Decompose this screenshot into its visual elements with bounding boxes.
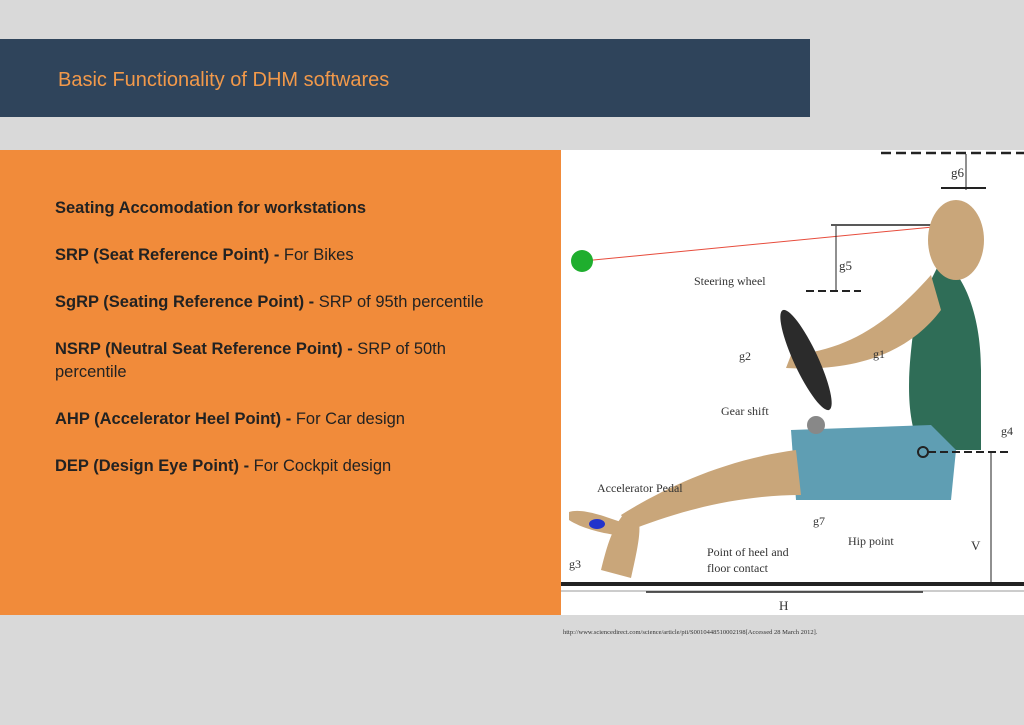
driver-posture-figure: g6 g5 V g4 H Steering wheel g2 g1 Gear s… [561, 150, 1024, 615]
item-term: SRP (Seat Reference Point) - [55, 246, 280, 264]
label-heel-2: floor contact [707, 561, 769, 575]
floor-shadow [561, 590, 1024, 592]
label-steering: Steering wheel [694, 274, 766, 288]
label-g1: g1 [873, 347, 885, 361]
shorts [791, 425, 956, 500]
thigh [621, 450, 801, 530]
accelerator-pedal [589, 519, 605, 529]
item-term: NSRP (Neutral Seat Reference Point) - [55, 340, 353, 358]
item-term: DEP (Design Eye Point) - [55, 457, 250, 475]
item-desc: For Cockpit design [249, 457, 392, 475]
item-term: SgRP (Seating Reference Point) - [55, 293, 315, 311]
label-V: V [971, 538, 981, 553]
list-item: SgRP (Seating Reference Point) - SRP of … [55, 291, 515, 314]
label-g7: g7 [813, 514, 825, 528]
head [928, 200, 984, 280]
label-g3: g3 [569, 557, 581, 571]
list-item: SRP (Seat Reference Point) - For Bikes [55, 244, 515, 267]
title-bar [0, 39, 810, 117]
list-item: NSRP (Neutral Seat Reference Point) - SR… [55, 338, 515, 384]
label-g4: g4 [1001, 424, 1013, 438]
eye-target-ball [571, 250, 593, 272]
citation: http://www.sciencedirect.com/science/art… [563, 629, 818, 636]
slide-title: Basic Functionality of DHM softwares [58, 69, 390, 91]
item-desc: For Car design [291, 410, 405, 428]
label-H: H [779, 598, 788, 613]
label-pedal: Accelerator Pedal [597, 481, 683, 495]
list-item: AHP (Accelerator Heel Point) - For Car d… [55, 408, 515, 431]
label-heel-1: Point of heel and [707, 545, 789, 559]
gear-knob [807, 416, 825, 434]
label-gear: Gear shift [721, 404, 769, 418]
list-item: DEP (Design Eye Point) - For Cockpit des… [55, 455, 515, 478]
item-desc: SRP of 95th percentile [314, 293, 484, 311]
bullet-list: Seating Accomodation for workstations SR… [55, 197, 515, 502]
steering-wheel [780, 309, 832, 411]
label-g2: g2 [739, 349, 751, 363]
sight-line [582, 226, 934, 262]
posture-diagram: g6 g5 V g4 H Steering wheel g2 g1 Gear s… [561, 151, 1024, 613]
label-g5: g5 [839, 258, 852, 273]
floor-line [561, 582, 1024, 586]
label-hip: Hip point [848, 534, 894, 548]
item-desc: For Bikes [279, 246, 354, 264]
item-term: AHP (Accelerator Heel Point) - [55, 410, 292, 428]
item-desc: SRP of 50th percentile [55, 340, 446, 381]
label-g6: g6 [951, 165, 965, 180]
shin [601, 515, 640, 578]
content-panel [0, 150, 561, 615]
content-heading: Seating Accomodation for workstations [55, 199, 367, 217]
